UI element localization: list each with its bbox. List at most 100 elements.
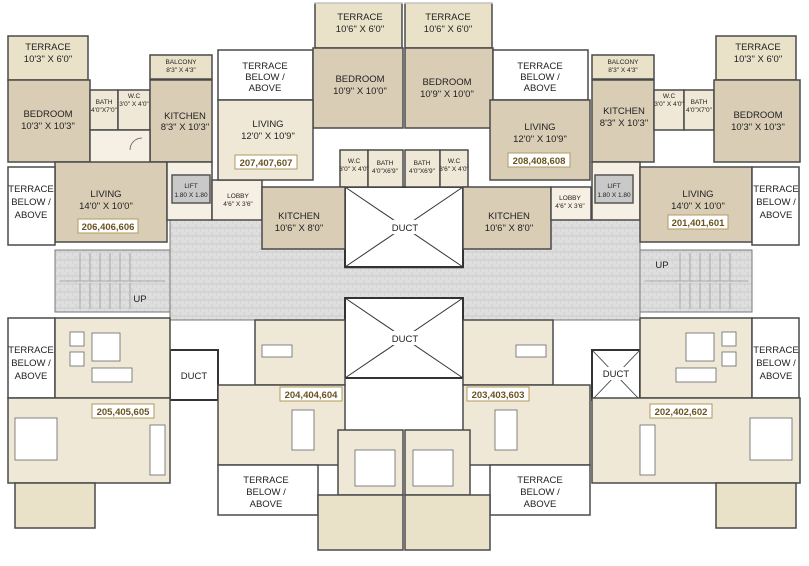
terrace-below-lcl [217,464,319,516]
duct-center-label: DUCT [392,334,419,345]
terrace-below-cr-l1: TERRACE [517,61,562,72]
terrace-below-lcl-l3: ABOVE [250,499,283,510]
bedroom-cr-size: 10'9" X 10'0" [420,89,474,100]
living-cl-name: LIVING [252,119,283,130]
terrace-ur-size: 10'3" X 6'0" [734,54,782,65]
terrace-below-lcl-l2: BELOW / [246,487,286,498]
terrace-ul-name: TERRACE [25,42,70,53]
wc-cl-name: W.C [348,158,361,165]
bedroom-cl [312,47,404,129]
lift-ul-size: 1.80 X 1.80 [174,192,208,199]
unit-tag-202-box [649,403,713,419]
bath-ul-size: 4'0"X7'0" [91,107,118,114]
terrace-ur-name: TERRACE [735,42,780,53]
terrace-below-ll-l3: ABOVE [15,371,48,382]
counter-lcl [261,344,293,358]
armchair-lr-2 [721,351,737,367]
terrace-below-lr-l1: TERRACE [753,345,798,356]
living-cr-size: 12'0" X 10'9" [513,134,567,145]
bed-ll [14,417,58,461]
terrace-below-cl-l3: ABOVE [249,83,282,94]
terrace-below-lr-l3: ABOVE [760,371,793,382]
bath-cl-name: BATH [377,160,394,167]
kitchen-cr [462,186,552,250]
lobby-ul-size: 4'6" X 3'6" [223,201,253,208]
living-ur-size: 14'0" X 10'0" [671,201,725,212]
terrace-top-right [404,2,493,49]
duct-left: DUCT [169,349,219,401]
bath-cr-size: 4'0"X6'9" [409,168,436,175]
stair-up-label-right: UP [655,260,668,271]
kitchen-counter-ll [149,424,166,476]
unit-tag-206-box [77,218,139,234]
wc-ur-name: W.C [663,93,676,100]
terrace-below-ul-l2: BELOW / [11,197,51,208]
balcony-ul-name: BALCONY [165,59,197,66]
terrace-below-ur-l1: TERRACE [753,184,798,195]
balcony-ul [149,54,213,80]
armchair-ll-2 [69,351,85,367]
lobby-ul [211,179,263,221]
terrace-top-left-size: 10'6" X 6'0" [336,24,384,35]
lobby-ul-name: LOBBY [227,193,249,200]
kitchen-cl [261,186,346,250]
wc-ul-name: W.C [128,93,141,100]
unit-upper-right [591,35,801,243]
terrace-below-lr-l2: BELOW / [756,358,796,369]
stair-treads-right [645,253,748,309]
counter-lcr [515,344,547,358]
bath-cr-name: BATH [414,160,431,167]
bedroom-cr [404,47,494,129]
wc-ur-size: 3'0" X 4'0" [654,101,684,108]
unit-number-207: 207,407,607 [240,158,293,169]
unit-lower-center-left [217,319,404,551]
terrace-below-ur-l2: BELOW / [756,197,796,208]
terrace-ll [14,482,96,529]
stair-treads-left [60,253,165,309]
sofa-ll [91,367,133,383]
terrace-below-cl-l2: BELOW / [245,72,285,83]
sofa-lr [675,367,717,383]
kitchen-cl-size: 10'6" X 8'0" [275,223,323,234]
unit-number-206: 206,406,606 [82,222,135,233]
terrace-below-ul [7,166,56,246]
wc-ul [117,89,151,131]
lobby-ur-size: 4'6" X 3'6" [555,203,585,210]
unit-number-205: 205,405,605 [97,407,151,418]
living-ul-size: 14'0" X 10'0" [79,201,133,212]
terrace-lr [715,482,797,529]
terrace-below-lcr-l1: TERRACE [517,475,562,486]
living-cl-size: 12'0" X 10'9" [241,131,295,142]
unit-tag-205-box [91,403,155,419]
terrace-ul [7,35,89,81]
kitchen-cr-size: 10'6" X 8'0" [485,223,533,234]
lift-ur-size: 1.80 X 1.80 [597,192,631,199]
terrace-top-left-name: TERRACE [337,12,382,23]
terrace-below-cl [217,49,314,101]
kitchen-cl-name: KITCHEN [278,211,320,222]
bath-cr [404,149,441,188]
wc-cr [439,149,469,188]
balcony-ur-name: BALCONY [607,59,639,66]
bedroom-ur-name: BEDROOM [733,110,782,121]
wc-cr-name: W.C [448,158,461,165]
unit-tag-201-box [667,214,729,230]
terrace-top-left [314,2,403,49]
bath-cl [367,149,404,188]
unit-number-208: 208,408,608 [513,156,566,167]
duct-center: DUCT [344,297,464,379]
unit-number-203: 203,403,603 [472,390,525,401]
bedroom-ul-name: BEDROOM [23,109,72,120]
terrace-below-ll-l1: TERRACE [8,345,53,356]
kitchen-ul-size: 8'3" X 10'3" [161,122,209,133]
kitchen-ul-name: KITCHEN [164,111,206,122]
terrace-below-cl-l1: TERRACE [242,61,287,72]
unit-center-left-upper [217,2,404,250]
terrace-lcr [404,494,491,551]
lift-ul-name: LIFT [184,183,197,190]
unit-tag-207-box [234,154,298,170]
stair-up-label-left: UP [133,294,146,305]
bath-ul-name: BATH [96,99,113,106]
